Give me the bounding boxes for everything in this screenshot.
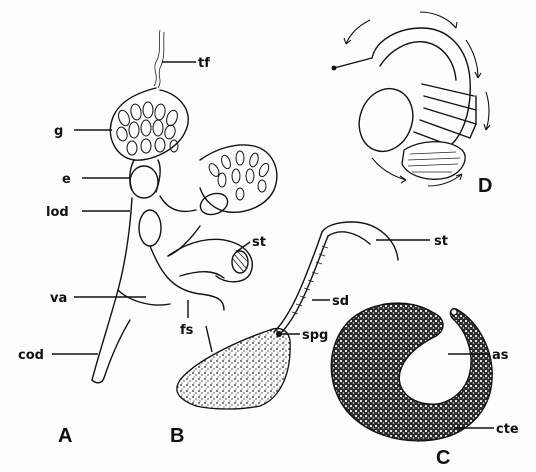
label-cod: cod [18,348,44,363]
panel-label-b: B [170,425,184,447]
panel-label-a: A [58,425,72,447]
label-lod: lod [46,205,69,220]
label-g: g [54,124,63,139]
label-st-b: st [434,234,448,249]
label-e: e [62,172,71,187]
label-sd: sd [332,294,349,309]
label-st-a: st [252,235,266,250]
label-fs: fs [180,323,194,338]
label-tf: tf [198,56,210,71]
panel-label-c: C [436,447,450,469]
label-va: va [50,291,67,306]
label-spg: spg [302,328,328,343]
figure-d-schematic [332,12,490,186]
figure-c-accessory-sac [331,303,492,441]
label-as: as [492,348,509,363]
panel-label-d: D [478,175,492,197]
label-cte: cte [496,422,519,437]
